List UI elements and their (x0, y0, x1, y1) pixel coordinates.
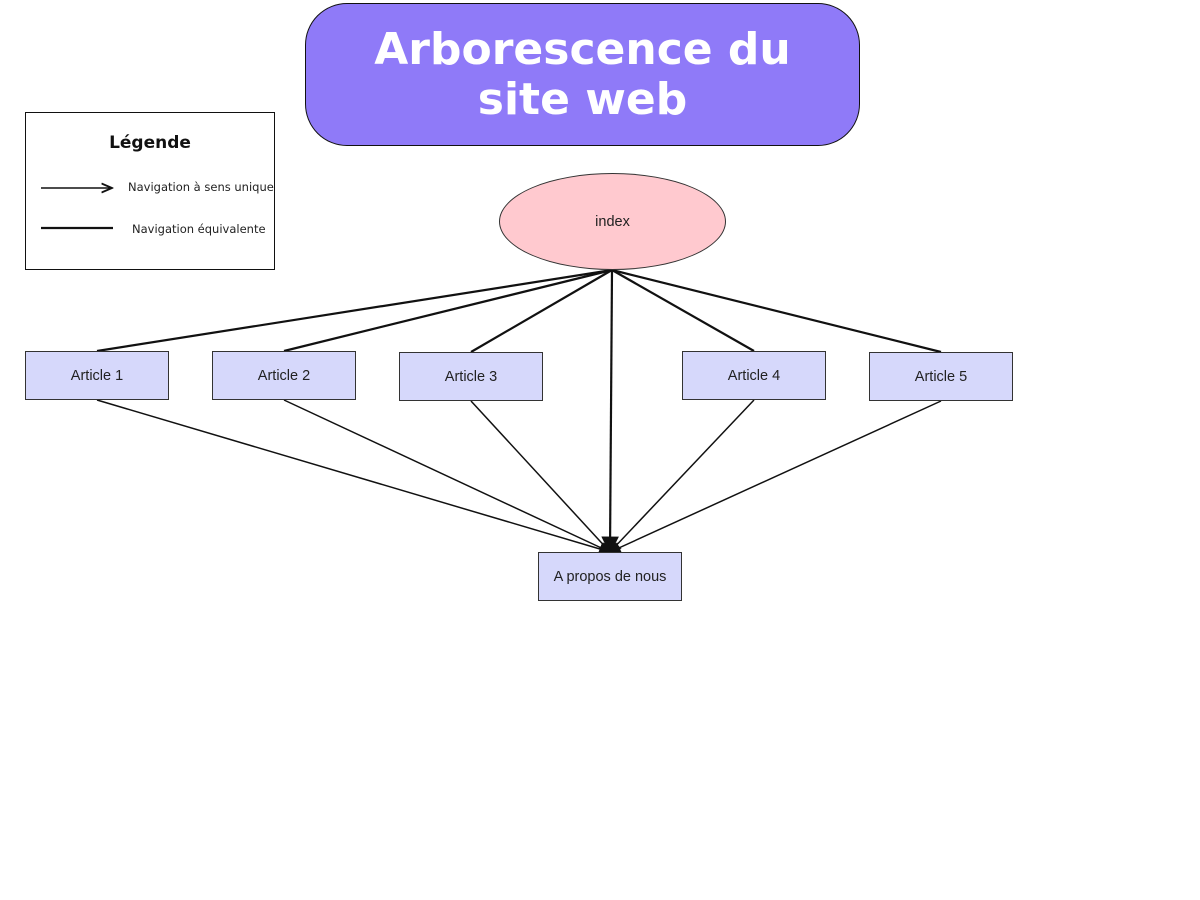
node-about-label: A propos de nous (553, 568, 667, 585)
edge-equivalent (96, 268, 613, 353)
diagram-title: Arborescence du site web (305, 3, 860, 146)
edge-equivalent (283, 268, 613, 353)
edge-one-way (608, 400, 942, 554)
edge-one-way (470, 400, 612, 554)
legend-label-equivalent: Navigation équivalente (132, 222, 266, 236)
edge-equivalent (470, 269, 613, 353)
node-label: Article 3 (444, 368, 498, 385)
node-article-4[interactable]: Article 4 (682, 351, 826, 400)
edge-one-way (96, 399, 612, 555)
edge-equivalent (611, 268, 942, 354)
node-label: Article 1 (70, 367, 124, 384)
legend: Légende Navigation à sens unique Navigat… (25, 112, 275, 270)
node-label: Article 4 (727, 367, 781, 384)
legend-title: Légende (109, 133, 191, 153)
edge-equivalent (611, 269, 755, 352)
node-article-3[interactable]: Article 3 (399, 352, 543, 401)
node-index-label: index (595, 213, 630, 230)
legend-label-one-way: Navigation à sens unique (128, 180, 274, 194)
node-label: Article 5 (914, 368, 968, 385)
edge-one-way (601, 269, 619, 555)
node-label: Article 2 (257, 367, 311, 384)
node-article-1[interactable]: Article 1 (25, 351, 169, 400)
legend-swatches (41, 113, 276, 230)
node-about[interactable]: A propos de nous (538, 552, 682, 601)
edge-one-way (283, 399, 612, 554)
node-index[interactable]: index (499, 173, 726, 270)
node-article-5[interactable]: Article 5 (869, 352, 1013, 401)
edge-one-way (608, 399, 755, 554)
node-article-2[interactable]: Article 2 (212, 351, 356, 400)
